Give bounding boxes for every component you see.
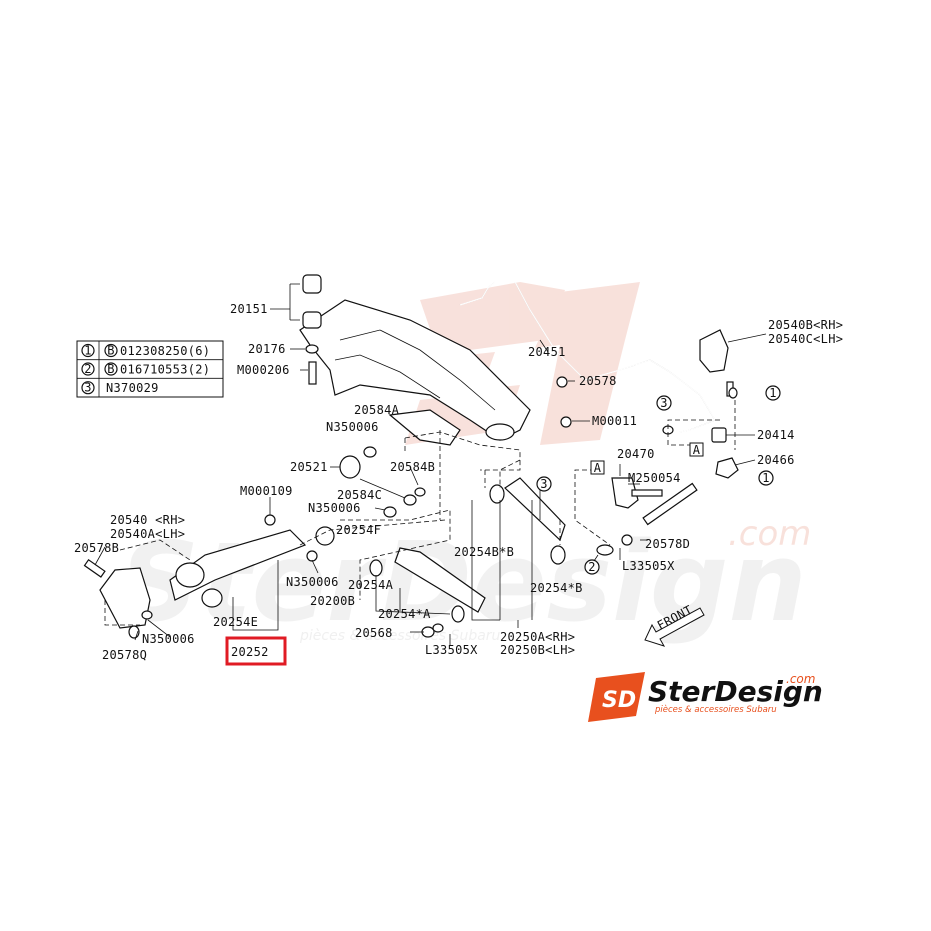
marker-1-a: 1 — [769, 386, 777, 400]
label-n350006-a: N350006 — [326, 420, 379, 434]
label-m250054: M250054 — [628, 471, 681, 485]
marker-a-1: A — [594, 461, 602, 475]
legend-code-1: B — [107, 344, 115, 358]
label-m000109: M000109 — [240, 484, 293, 498]
label-20584a: 20584A — [354, 403, 400, 417]
label-20521: 20521 — [290, 460, 328, 474]
marker-3-a: 3 — [660, 396, 668, 410]
bolt-m000206 — [305, 344, 319, 385]
label-20254f: 20254F — [336, 523, 381, 537]
legend-num-1: 1 — [84, 344, 92, 358]
label-20451: 20451 — [528, 345, 566, 359]
label-20540b: 20540B<RH> — [768, 318, 843, 332]
label-20252: 20252 — [231, 645, 269, 659]
label-20540c: 20540C<LH> — [768, 332, 843, 346]
watermark-tld: .com — [728, 514, 811, 554]
legend-value-1: 012308250(6) — [120, 344, 210, 358]
dashed-assembly-lines — [104, 400, 736, 626]
label-20254-b2: 20254*B — [530, 581, 583, 595]
label-20254a: 20254A — [348, 578, 394, 592]
label-20466: 20466 — [757, 453, 795, 467]
marker-1-b: 1 — [762, 471, 770, 485]
label-20568: 20568 — [355, 626, 393, 640]
leader-lines — [94, 283, 767, 645]
legend-code-2: B — [107, 362, 115, 376]
marker-3-b: 3 — [540, 477, 548, 491]
legend-row-3: 3 N370029 — [81, 381, 159, 395]
marker-2: 2 — [588, 560, 596, 574]
logo-mark-text: SD — [602, 688, 636, 713]
trailing-arm — [83, 526, 335, 639]
legend-row-1: 1 B 012308250(6) — [81, 344, 210, 358]
label-20254e: 20254E — [213, 615, 258, 629]
label-20151: 20151 — [230, 302, 268, 316]
label-20540-rh: 20540 <RH> — [110, 513, 185, 527]
logo-brand: SterDesign — [648, 675, 823, 708]
lateral-links-20250 — [369, 477, 566, 623]
label-20200b: 20200B — [310, 594, 355, 608]
label-n350006-c: N350006 — [286, 575, 339, 589]
label-20584c: 20584C — [337, 488, 382, 502]
watermark-tagline: pièces & accessoires Subaru — [299, 628, 501, 644]
label-20254b-b: 20254B*B — [454, 545, 514, 559]
small-hardware — [141, 376, 738, 638]
label-20578: 20578 — [579, 374, 617, 388]
label-20578q: 20578Q — [102, 648, 147, 662]
logo-tagline: pièces & accessoires Subaru — [654, 704, 777, 715]
marker-a-2: A — [693, 443, 701, 457]
logo-tld: .com — [786, 672, 815, 686]
bolt-20578d — [642, 482, 698, 526]
legend-value-3: N370029 — [106, 381, 159, 395]
legend-row-2: 2 B 016710553(2) — [81, 362, 210, 377]
label-20578b: 20578B — [74, 541, 119, 555]
legend-value-2: 016710553(2) — [120, 363, 210, 377]
logo-mark-icon — [588, 672, 645, 722]
label-20540a-lh: 20540A<LH> — [110, 527, 185, 541]
subframe-bushing-20151 — [302, 274, 322, 329]
label-20578d: 20578D — [645, 537, 690, 551]
sterdesign-logo[interactable]: SD SterDesign .com pièces & accessoires … — [588, 672, 823, 722]
label-20414: 20414 — [757, 428, 795, 442]
label-l33505x-a: L33505X — [622, 559, 675, 573]
label-m00011: M00011 — [592, 414, 637, 428]
legend-table: 1 B 012308250(6) 2 B 016710553(2) 3 N370… — [76, 340, 224, 398]
label-20254-a2: 20254*A — [378, 607, 431, 621]
label-20250b: 20250B<LH> — [500, 643, 575, 657]
label-m000206: M000206 — [237, 363, 290, 377]
stabilizer-link-20470 — [611, 477, 663, 509]
label-20250a: 20250A<RH> — [500, 630, 575, 644]
label-20584b: 20584B — [390, 460, 435, 474]
label-n350006-d: N350006 — [142, 632, 195, 646]
label-l33505x-b: L33505X — [425, 643, 478, 657]
reference-markers: A A 1 1 2 3 3 — [536, 385, 781, 575]
highlighted-part-20252[interactable]: 20252 — [225, 636, 287, 666]
legend-num-2: 2 — [84, 362, 92, 376]
label-20176: 20176 — [248, 342, 286, 356]
part-labels: 20151 20176 M000206 20451 20578 20540B<R… — [74, 302, 843, 662]
label-n350006-b: N350006 — [308, 501, 361, 515]
rear-subframe — [299, 299, 531, 446]
legend-num-3: 3 — [84, 381, 92, 395]
label-20470: 20470 — [617, 447, 655, 461]
